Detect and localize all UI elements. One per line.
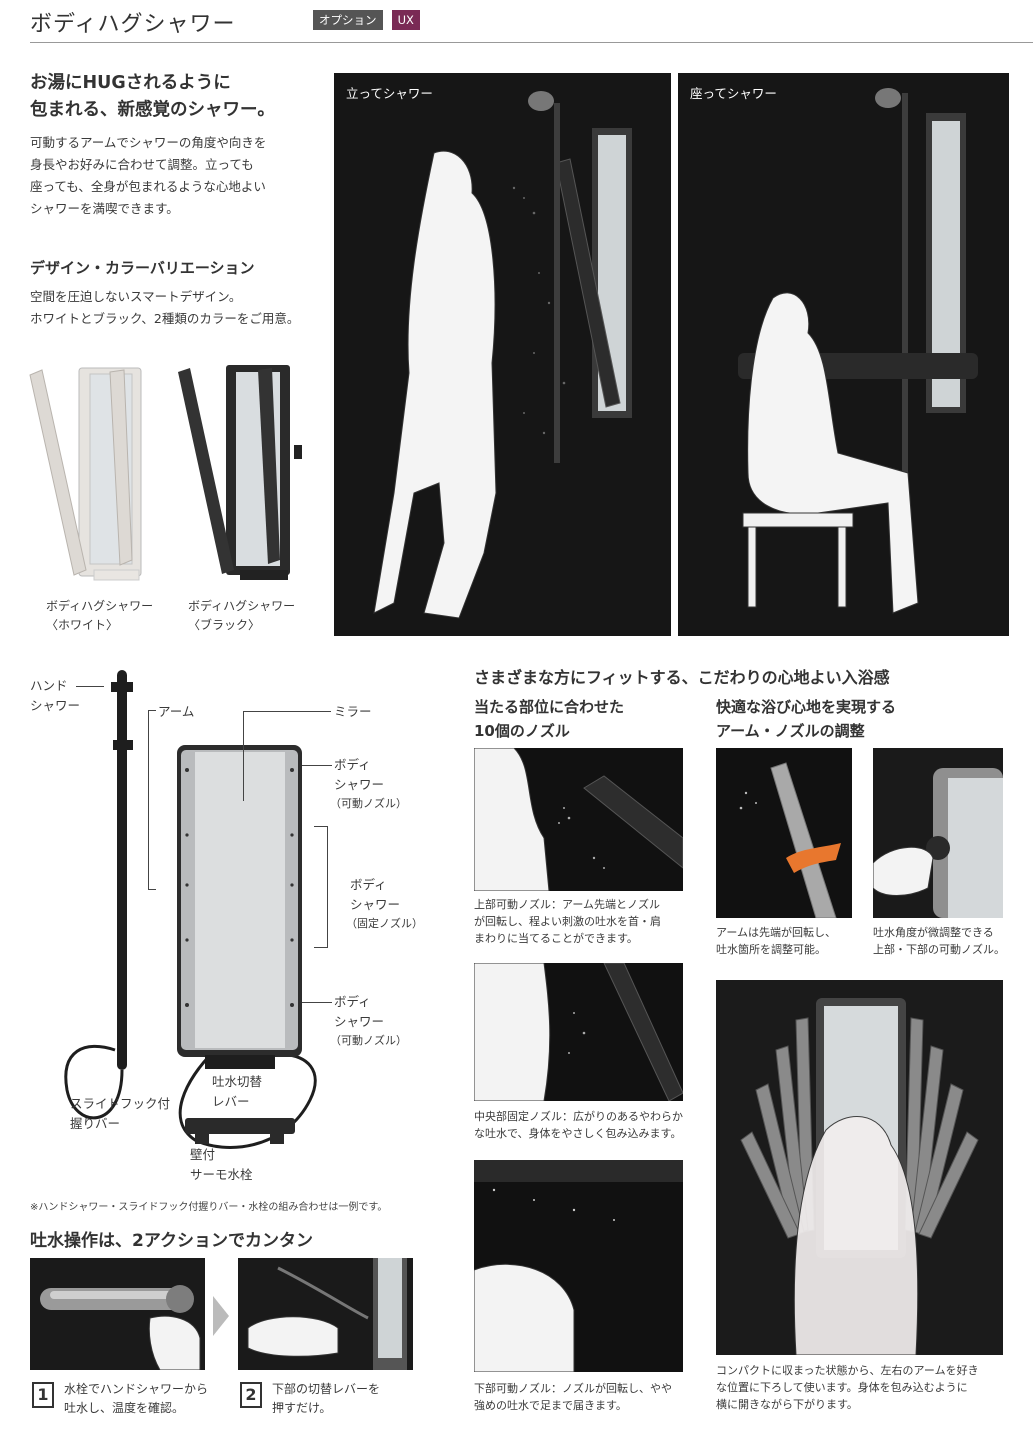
mirror-label: ミラー <box>334 704 372 719</box>
slide-bar-label: スライドフック付 握りバー <box>70 1096 171 1131</box>
step2-photo <box>238 1258 413 1370</box>
standing-shower-photo: 立ってシャワー <box>334 73 671 636</box>
top-body-shower-label: ボディ シャワー <box>334 757 385 792</box>
mid-body-shower-label: ボディ シャワー <box>350 877 401 912</box>
lower-nozzle-text: 下部可動ノズル：ノズルが回転し、やや 強めの吐水で足まで届きます。 <box>474 1382 672 1413</box>
nozzle-angle-text: 吐水角度が微調整できる 上部・下部の可動ノズル。 <box>873 926 1005 957</box>
tag-group: オプション UX <box>313 9 420 30</box>
sitting-shower-photo: 座ってシャワー <box>678 73 1009 636</box>
top-body-leader <box>302 765 332 766</box>
white-caption: ボディハグシャワー 〈ホワイト〉 <box>46 599 154 632</box>
standing-caption: 立ってシャワー <box>346 86 433 101</box>
fixed-nozzle-label: （固定ノズル） <box>346 917 423 930</box>
faucet-label: 壁付 サーモ水栓 <box>190 1147 253 1182</box>
operation-heading: 吐水操作は、2アクションでカンタン <box>30 1231 313 1251</box>
ux-tag: UX <box>391 10 420 30</box>
mirror-leader-h <box>243 711 331 712</box>
middle-nozzle-text: 中央部固定ノズル：広がりのあるやわらか な吐水で、身体をやさしく包み込みます。 <box>474 1110 683 1141</box>
arm-label: アーム <box>158 704 195 719</box>
hand-shower-label: ハンド シャワー <box>30 678 81 713</box>
step2-text: 下部の切替レバーを 押すだけ。 <box>272 1382 381 1415</box>
fixed-nozzle-bracket <box>314 826 328 948</box>
step1-photo <box>30 1258 205 1370</box>
option-tag: オプション <box>313 10 383 30</box>
intro-headline: お湯にHUGされるように 包まれる、新感覚のシャワー。 <box>30 73 275 121</box>
top-movable-nozzle-label: （可動ノズル） <box>330 797 407 810</box>
hand-shower-leader <box>76 686 104 687</box>
bottom-body-shower-label: ボディ シャワー <box>334 994 385 1029</box>
upper-nozzle-photo <box>474 748 683 891</box>
step-arrow <box>213 1296 229 1336</box>
middle-nozzle-photo <box>474 963 683 1101</box>
sitting-caption: 座ってシャワー <box>690 86 777 101</box>
page-title: ボディハグシャワー <box>30 12 236 37</box>
header-rule <box>30 42 1033 43</box>
design-body: 空間を圧迫しないスマートデザイン。 ホワイトとブラック、2種類のカラーをご用意。 <box>30 289 300 326</box>
arm-text: アームは先端が回転し、 吐水箇所を調整可能。 <box>716 926 837 957</box>
arm-rotate-photo <box>716 748 852 918</box>
design-heading: デザイン・カラーバリエーション <box>30 259 255 277</box>
adjust-heading: 快適な浴び心地を実現する アーム・ノズルの調整 <box>716 698 897 740</box>
white-product-image <box>24 360 154 585</box>
arm-bracket <box>148 710 156 890</box>
compact-text: コンパクトに収まった状態から、左右のアームを好き な位置に下ろして使います。身体… <box>716 1364 979 1412</box>
black-caption: ボディハグシャワー 〈ブラック〉 <box>188 599 296 632</box>
intro-body: 可動するアームでシャワーの角度や向きを 身長やお好みに合わせて調整。立っても 座… <box>30 135 267 216</box>
step1-number: 1 <box>32 1382 54 1408</box>
product-diagram <box>55 660 435 1180</box>
upper-nozzle-text: 上部可動ノズル：アーム先端とノズル が回転し、程よい刺激の吐水を首・肩 まわりに… <box>474 898 661 946</box>
fit-heading: さまざまな方にフィットする、こだわりの心地よい入浴感 <box>474 668 890 687</box>
nozzle-heading: 当たる部位に合わせた 10個のノズル <box>474 698 625 740</box>
diagram-note: ※ハンドシャワー・スライドフック付握りバー・水栓の組み合わせは一例です。 <box>30 1202 388 1213</box>
step1-text: 水栓でハンドシャワーから 吐水し、温度を確認。 <box>64 1382 209 1415</box>
nozzle-angle-photo <box>873 748 1003 918</box>
black-product-image <box>174 360 304 585</box>
step2-number: 2 <box>240 1382 262 1408</box>
lower-nozzle-photo <box>474 1160 683 1372</box>
mirror-leader-v <box>243 711 244 801</box>
compact-fan-photo <box>716 980 1003 1355</box>
bottom-body-leader <box>302 1002 332 1003</box>
bottom-movable-nozzle-label: （可動ノズル） <box>330 1034 407 1047</box>
lever-label: 吐水切替 レバー <box>212 1074 263 1109</box>
